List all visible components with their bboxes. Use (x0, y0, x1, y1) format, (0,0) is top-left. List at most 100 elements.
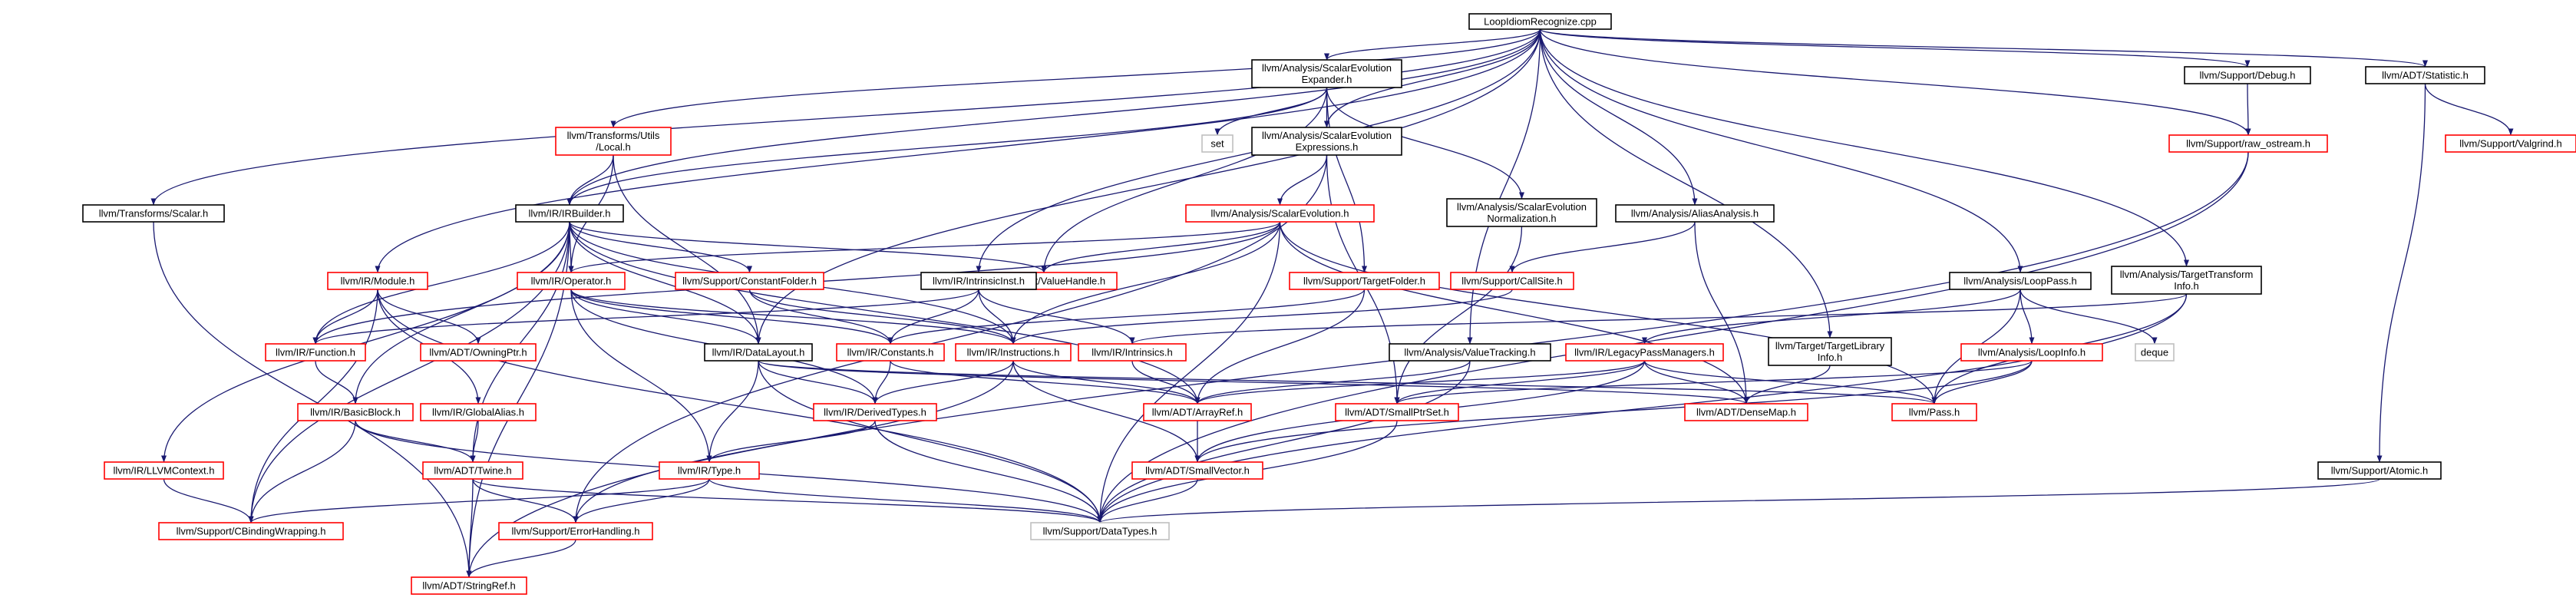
node-value-tracking[interactable]: llvm/Analysis/ValueTracking.h (1389, 343, 1551, 362)
node-box (1960, 343, 2103, 362)
edge-call-site-to-instructions (1010, 289, 1513, 345)
node-box (1468, 13, 1612, 30)
node-label: llvm/Analysis/LoopInfo.h (1978, 347, 2086, 358)
node-box (1143, 403, 1252, 421)
node-instructions[interactable]: llvm/IR/Instructions.h (955, 343, 1072, 362)
node-transforms-local[interactable]: llvm/Transforms/Utils/Local.h (555, 127, 672, 156)
node-label: llvm/Analysis/ValueTracking.h (1404, 347, 1535, 358)
node-intrinsic-inst[interactable]: llvm/IR/IntrinsicInst.h (920, 272, 1037, 290)
edge-loop-pass-to-loop-info (2020, 289, 2035, 345)
node-box (82, 204, 225, 223)
node-deque[interactable]: deque (2135, 343, 2175, 362)
edge-root-to-value-tracking (1467, 28, 1541, 345)
node-label: llvm/IR/LLVMContext.h (114, 465, 215, 477)
node-box (2135, 343, 2175, 362)
node-constants[interactable]: llvm/IR/Constants.h (836, 343, 945, 362)
edge-data-layout-to-derived-types (758, 360, 878, 405)
node-string-ref[interactable]: llvm/ADT/StringRef.h (411, 576, 527, 595)
node-label: llvm/IR/LegacyPassManagers.h (1574, 347, 1715, 358)
node-loop-info[interactable]: llvm/Analysis/LoopInfo.h (1960, 343, 2103, 362)
node-label: llvm/IR/Operator.h (531, 276, 612, 287)
node-raw-ostream[interactable]: llvm/Support/raw_ostream.h (2168, 134, 2328, 153)
node-target-folder[interactable]: llvm/Support/TargetFolder.h (1289, 272, 1440, 290)
edge-root-to-transforms-scalar (150, 28, 1541, 206)
edge-root-to-target-library-info (1539, 28, 1833, 338)
node-data-layout[interactable]: llvm/IR/DataLayout.h (704, 343, 813, 362)
node-global-alias[interactable]: llvm/IR/GlobalAlias.h (420, 403, 537, 421)
node-basic-block[interactable]: llvm/IR/BasicBlock.h (297, 403, 414, 421)
node-label: llvm/Analysis/AliasAnalysis.h (1631, 208, 1759, 220)
edge-root-to-adt-statistic (1539, 28, 2428, 68)
node-adt-statistic[interactable]: llvm/ADT/Statistic.h (2365, 66, 2485, 84)
node-label: Expander.h (1302, 74, 1352, 85)
node-box (1289, 272, 1440, 290)
node-llvm-context[interactable]: llvm/IR/LLVMContext.h (104, 461, 224, 480)
node-root[interactable]: LoopIdiomRecognize.cpp (1468, 13, 1612, 30)
node-sce-normalization[interactable]: llvm/Analysis/ScalarEvolutionNormalizati… (1446, 198, 1597, 227)
edge-basic-block-to-twine (355, 420, 476, 463)
node-label: deque (2141, 347, 2168, 358)
node-small-vector[interactable]: llvm/ADT/SmallVector.h (1131, 461, 1263, 480)
node-operator[interactable]: llvm/IR/Operator.h (517, 272, 626, 290)
node-atomic[interactable]: llvm/Support/Atomic.h (2317, 461, 2442, 480)
node-label: llvm/Support/Debug.h (2199, 70, 2295, 81)
node-set[interactable]: set (1201, 134, 1234, 153)
node-box (1185, 204, 1375, 223)
node-box (1615, 204, 1775, 223)
edge-twine-to-string-ref (466, 478, 474, 578)
node-scalar-evolution[interactable]: llvm/Analysis/ScalarEvolution.h (1185, 204, 1375, 223)
node-box (2445, 134, 2576, 153)
edge-type-to-data-types (708, 478, 1103, 523)
node-type[interactable]: llvm/IR/Type.h (659, 461, 760, 480)
edge-derived-types-to-type (706, 420, 876, 463)
node-support-debug[interactable]: llvm/Support/Debug.h (2184, 66, 2311, 84)
edge-target-folder-to-constants (887, 289, 1366, 345)
edge-root-to-raw-ostream (1539, 28, 2251, 136)
node-loop-pass[interactable]: llvm/Analysis/LoopPass.h (1949, 272, 2092, 290)
node-alias-analysis[interactable]: llvm/Analysis/AliasAnalysis.h (1615, 204, 1775, 223)
node-small-ptr-set[interactable]: llvm/ADT/SmallPtrSet.h (1335, 403, 1459, 421)
node-irbuilder[interactable]: llvm/IR/IRBuilder.h (515, 204, 624, 223)
edge-sce-expander-to-value-handle (1041, 87, 1328, 273)
node-valgrind[interactable]: llvm/Support/Valgrind.h (2445, 134, 2576, 153)
edge-legacy-pass-managers-to-dense-map (1643, 360, 1749, 405)
node-twine[interactable]: llvm/ADT/Twine.h (422, 461, 523, 480)
node-label: llvm/Analysis/ScalarEvolution (1262, 130, 1392, 141)
node-data-types[interactable]: llvm/Support/DataTypes.h (1030, 522, 1170, 540)
node-box (2184, 66, 2311, 84)
edge-module-to-owning-ptr (377, 289, 481, 345)
node-box (1389, 343, 1551, 362)
node-owning-ptr[interactable]: llvm/ADT/OwningPtr.h (420, 343, 537, 362)
node-call-site[interactable]: llvm/Support/CallSite.h (1450, 272, 1574, 290)
node-module[interactable]: llvm/IR/Module.h (327, 272, 428, 290)
node-sce-expressions[interactable]: llvm/Analysis/ScalarEvolutionExpressions… (1251, 127, 1402, 156)
node-c-binding-wrapping[interactable]: llvm/Support/CBindingWrapping.h (158, 522, 344, 540)
node-label: LoopIdiomRecognize.cpp (1484, 16, 1597, 28)
node-constant-folder[interactable]: llvm/Support/ConstantFolder.h (675, 272, 824, 290)
edge-module-to-function (312, 289, 378, 345)
node-transforms-scalar[interactable]: llvm/Transforms/Scalar.h (82, 204, 225, 223)
edge-irbuilder-to-value-handle (569, 221, 1047, 273)
node-label: llvm/Support/DataTypes.h (1043, 526, 1158, 537)
edge-irbuilder-to-basic-block (352, 221, 570, 405)
node-label: llvm/ADT/StringRef.h (422, 580, 515, 592)
node-legacy-pass-managers[interactable]: llvm/IR/LegacyPassManagers.h (1565, 343, 1724, 362)
node-box (2111, 266, 2262, 295)
edge-root-to-support-debug (1539, 28, 2251, 68)
node-label: llvm/Support/Atomic.h (2331, 465, 2428, 477)
node-box (1684, 403, 1808, 421)
node-error-handling[interactable]: llvm/Support/ErrorHandling.h (498, 522, 653, 540)
node-derived-types[interactable]: llvm/IR/DerivedTypes.h (813, 403, 937, 421)
node-function[interactable]: llvm/IR/Function.h (265, 343, 366, 362)
edge-value-tracking-to-array-ref (1194, 360, 1471, 405)
node-pass[interactable]: llvm/Pass.h (1891, 403, 1977, 421)
edge-intrinsic-inst-to-function (312, 289, 979, 345)
edge-instructions-to-error-handling (573, 360, 1014, 523)
node-intrinsics[interactable]: llvm/IR/Intrinsics.h (1078, 343, 1187, 362)
node-dense-map[interactable]: llvm/ADT/DenseMap.h (1684, 403, 1808, 421)
edge-data-layout-to-dense-map (758, 360, 1749, 405)
node-array-ref[interactable]: llvm/ADT/ArrayRef.h (1143, 403, 1252, 421)
